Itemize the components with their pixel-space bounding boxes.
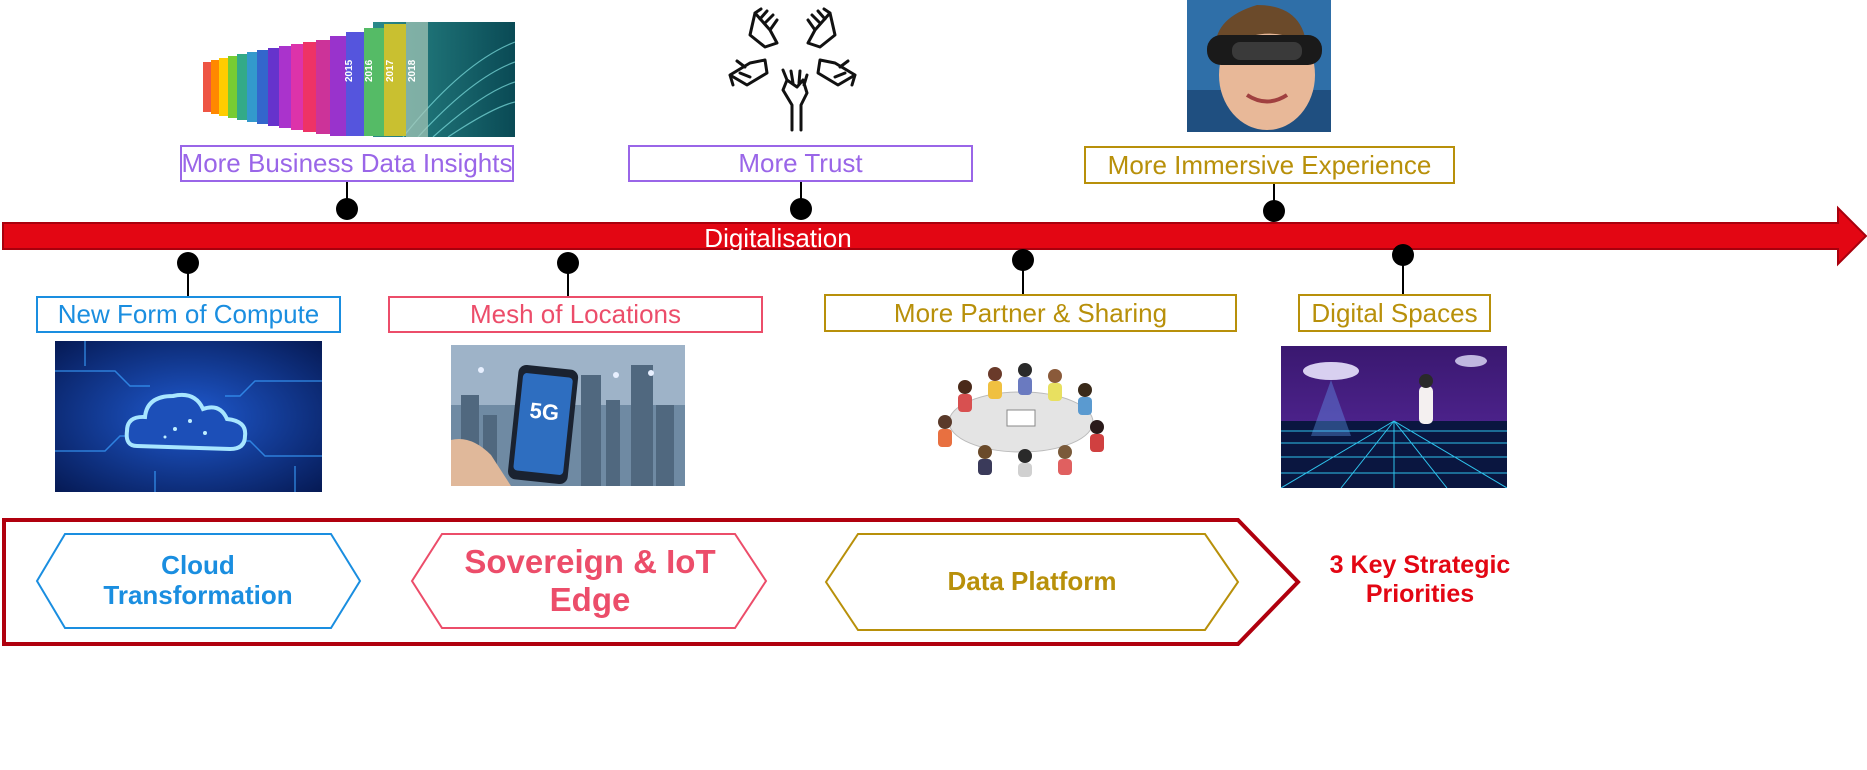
digitalisation-arrow xyxy=(2,205,1867,267)
summary-line: 3 Key Strategic xyxy=(1329,551,1511,580)
connector-line xyxy=(187,268,189,296)
connector-line xyxy=(567,268,569,296)
new-form-of-compute-label: New Form of Compute xyxy=(36,296,341,333)
more-partner-sharing-label: More Partner & Sharing xyxy=(824,294,1237,332)
more-trust-label: More Trust xyxy=(628,145,973,182)
svg-text:2017: 2017 xyxy=(385,59,396,82)
more-immersive-experience-label: More Immersive Experience xyxy=(1084,146,1455,184)
connector-line xyxy=(1022,265,1024,294)
hands-icon xyxy=(725,5,860,133)
more-business-data-insights-label: More Business Data Insights xyxy=(180,145,514,182)
vr-headset-image xyxy=(1187,0,1331,132)
priority-line: Cloud xyxy=(161,550,235,581)
priority-line: Data Platform xyxy=(947,566,1117,597)
connector-line xyxy=(800,182,802,206)
mesh-of-locations-label: Mesh of Locations xyxy=(388,296,763,333)
timeline-marker xyxy=(557,252,579,274)
connector-line xyxy=(1402,260,1404,294)
metaverse-grid-image xyxy=(1281,346,1507,488)
digitalisation-label: Digitalisation xyxy=(704,223,852,253)
cloud-transformation-label: Cloud Transformation xyxy=(60,540,336,622)
timeline-marker xyxy=(177,252,199,274)
timeline-marker xyxy=(790,198,812,220)
data-platform-hexagon xyxy=(824,533,1240,631)
priority-line: Sovereign & IoT xyxy=(464,543,716,581)
data-platform-label: Data Platform xyxy=(860,540,1204,624)
timeline-marker xyxy=(1392,244,1414,266)
priority-line: Transformation xyxy=(103,580,293,610)
connector-line xyxy=(1273,184,1275,206)
priority-line: Edge xyxy=(549,581,631,618)
binders-image: 2015 2016 2017 2018 xyxy=(203,22,515,137)
key-strategic-priorities-label: 3 Key Strategic Priorities xyxy=(1305,545,1535,615)
svg-text:2016: 2016 xyxy=(364,59,375,82)
timeline-marker xyxy=(336,198,358,220)
cloud-circuit-image xyxy=(55,341,322,492)
svg-text:2018: 2018 xyxy=(407,59,418,82)
timeline-marker xyxy=(1263,200,1285,222)
meeting-table-image xyxy=(925,352,1117,477)
timeline-marker xyxy=(1012,249,1034,271)
summary-line: Priorities xyxy=(1365,580,1475,608)
cloud-transformation-hexagon xyxy=(35,533,362,629)
sovereign-iot-edge-hexagon xyxy=(410,533,768,629)
5g-text: 5G xyxy=(529,398,561,426)
sovereign-iot-edge-label: Sovereign & IoT Edge xyxy=(440,538,740,624)
connector-line xyxy=(346,182,348,206)
svg-text:2015: 2015 xyxy=(344,59,355,82)
digital-spaces-label: Digital Spaces xyxy=(1298,294,1491,332)
5g-phone-city-image: 5G xyxy=(451,345,685,486)
